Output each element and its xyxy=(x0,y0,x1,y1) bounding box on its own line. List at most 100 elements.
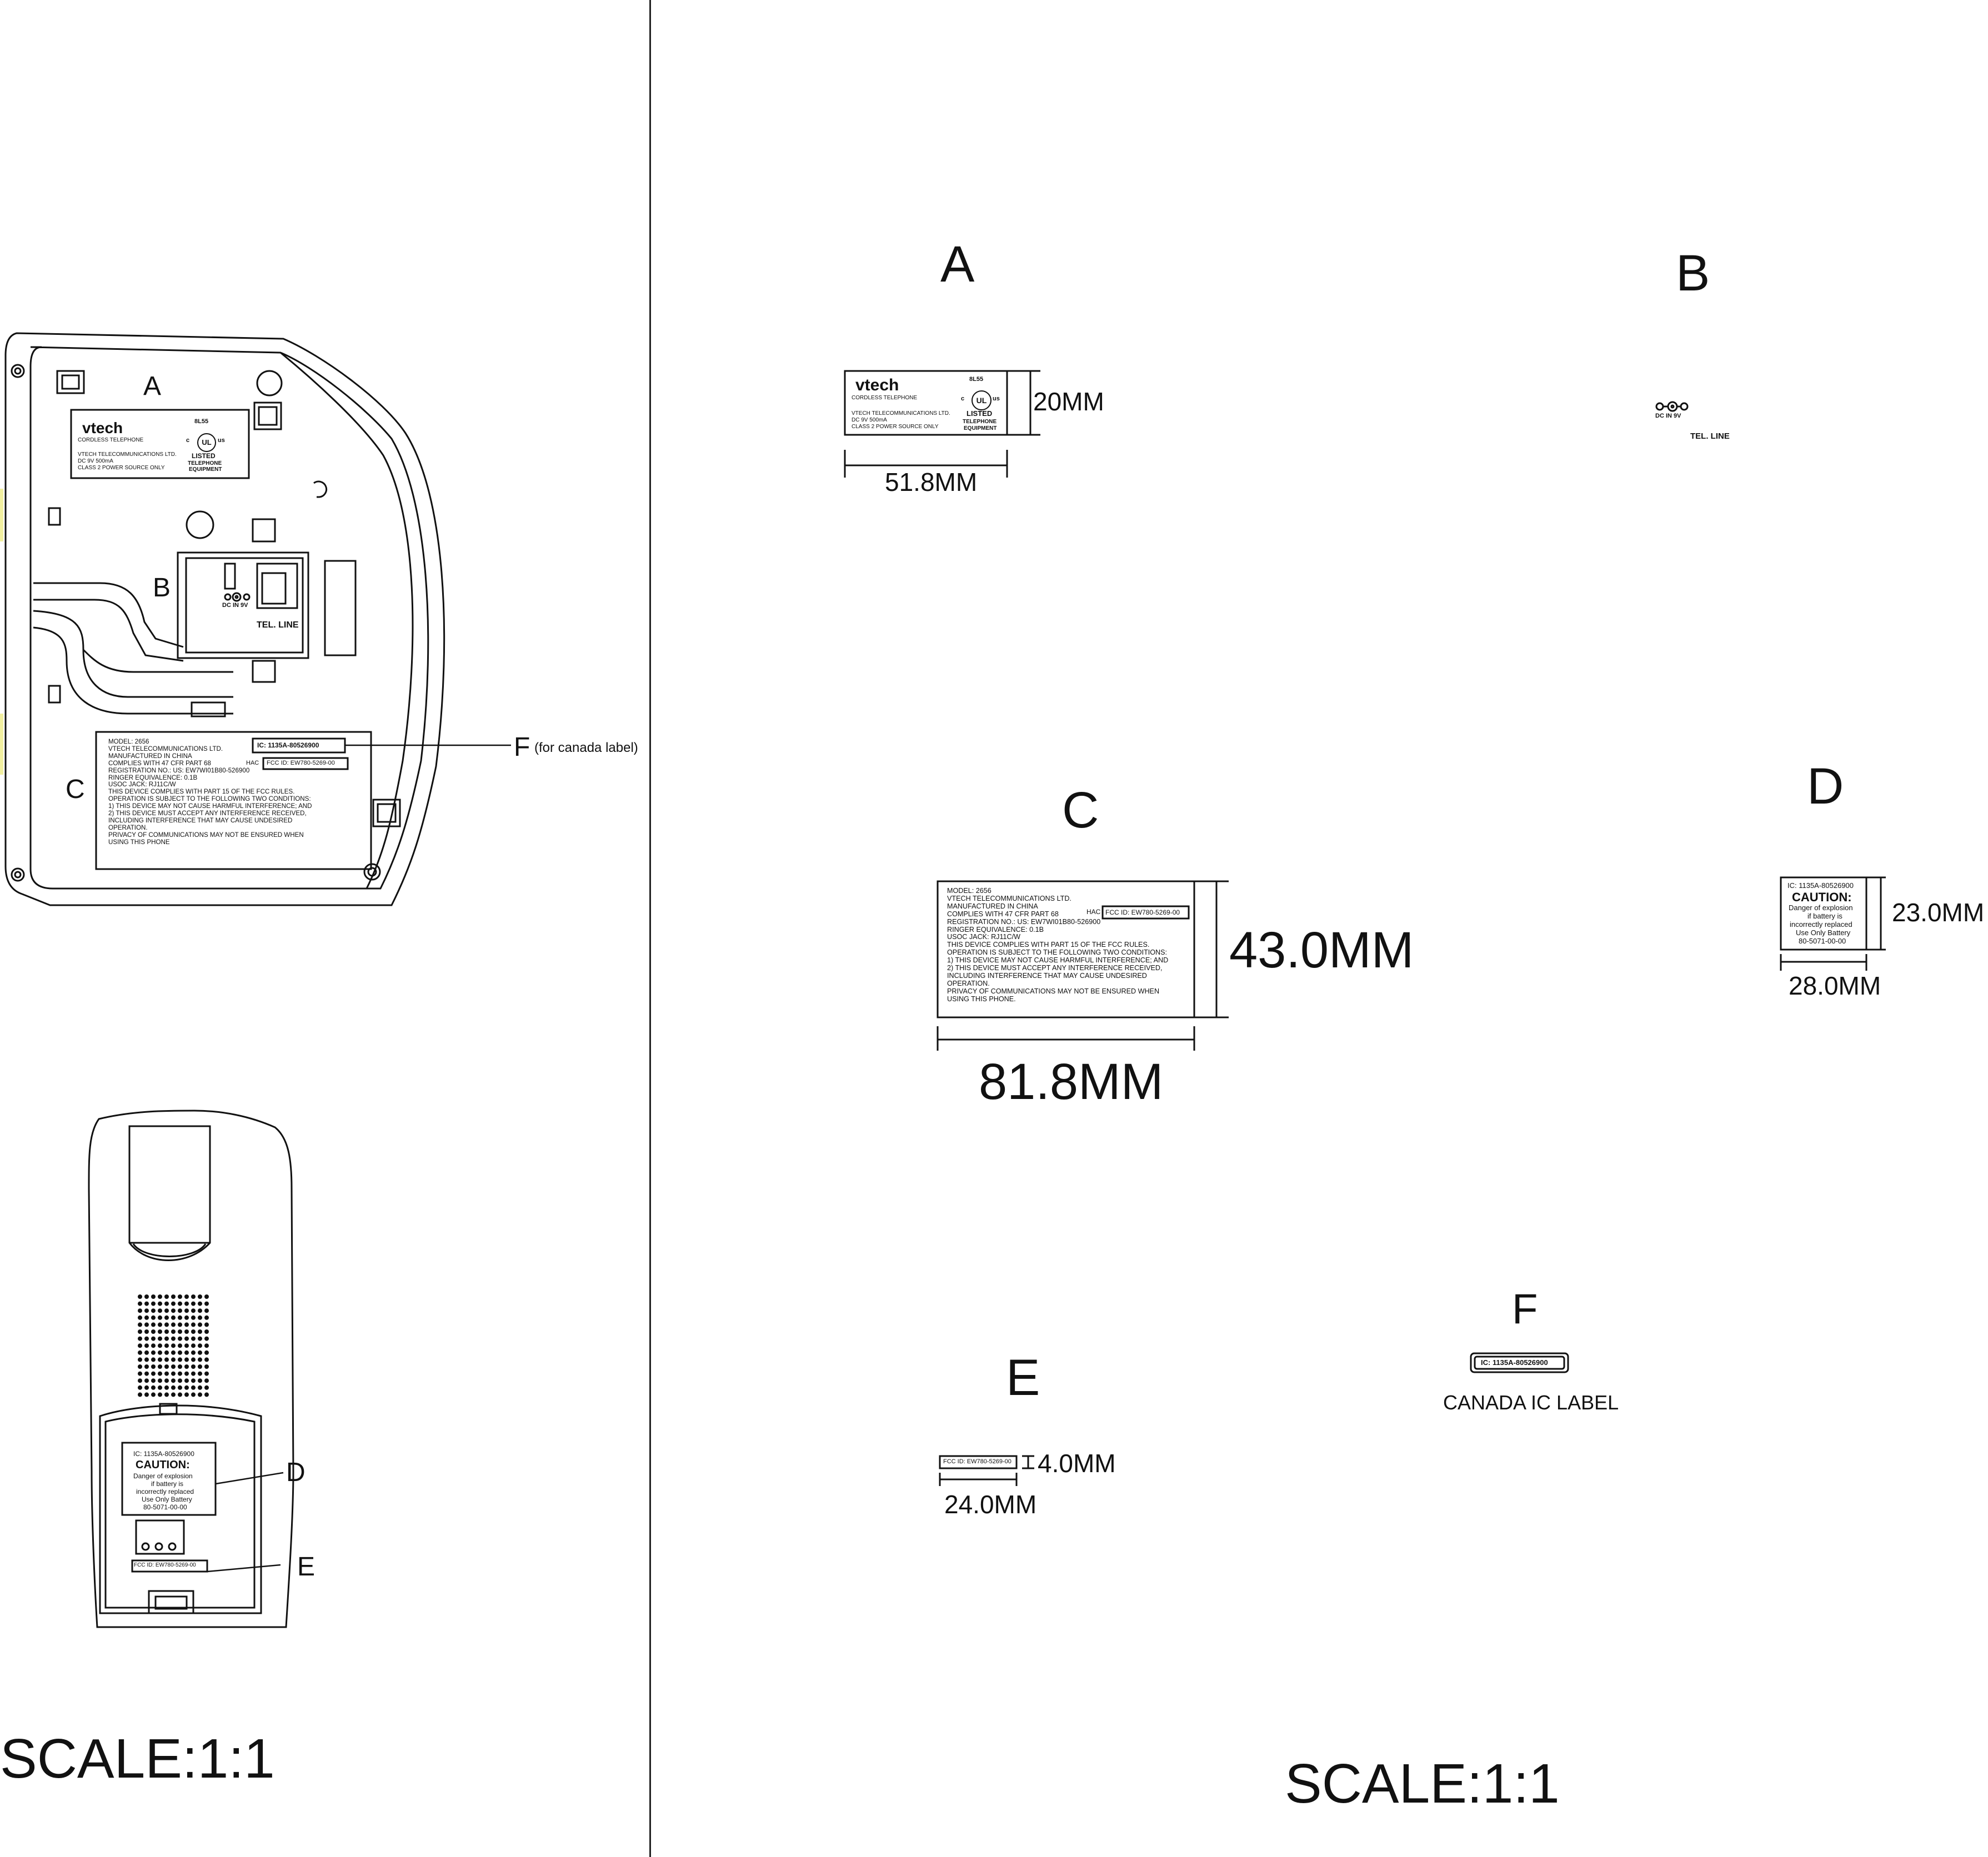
base-label-a-line4: CLASS 2 POWER SOURCE ONLY xyxy=(78,465,165,471)
label-d-l5: 80-5071-00-00 xyxy=(1799,937,1846,945)
speaker-hole xyxy=(178,1294,182,1299)
speaker-hole xyxy=(144,1385,149,1390)
speaker-hole xyxy=(198,1371,202,1376)
speaker-hole xyxy=(158,1392,162,1397)
base-tel-line-label: TEL. LINE xyxy=(257,620,299,630)
label-c-fcc: FCC ID: EW780-5269-00 xyxy=(1105,909,1180,916)
speaker-hole xyxy=(158,1301,162,1306)
speaker-hole xyxy=(158,1294,162,1299)
callout-d: D xyxy=(286,1458,306,1487)
speaker-hole xyxy=(178,1378,182,1383)
label-d-caution: CAUTION: xyxy=(1792,890,1852,904)
base-brand-logo: vtech xyxy=(82,419,123,436)
speaker-hole xyxy=(138,1364,142,1369)
speaker-hole xyxy=(191,1364,196,1369)
speaker-hole xyxy=(204,1322,209,1327)
speaker-hole xyxy=(171,1301,176,1306)
label-f-caption: CANADA IC LABEL xyxy=(1443,1391,1619,1414)
label-line: 1) THIS DEVICE MAY NOT CAUSE HARMFUL INT… xyxy=(108,802,312,810)
speaker-hole xyxy=(144,1343,149,1348)
label-d-l1: Danger of explosion xyxy=(1789,904,1853,912)
label-a-line3: DC 9V 500mA xyxy=(852,417,887,423)
label-line: MODEL: 2656 xyxy=(108,738,149,745)
label-line: REGISTRATION NO.: US: EW7WI01B80-526900 xyxy=(947,917,1101,926)
speaker-hole xyxy=(138,1357,142,1362)
speaker-hole xyxy=(178,1315,182,1320)
label-line: THIS DEVICE COMPLIES WITH PART 15 OF THE… xyxy=(108,788,295,796)
label-d-width: 28.0MM xyxy=(1789,971,1881,1000)
heading-f: F xyxy=(1512,1286,1538,1333)
speaker-hole xyxy=(184,1392,189,1397)
speaker-hole xyxy=(171,1294,176,1299)
label-line: INCLUDING INTERFERENCE THAT MAY CAUSE UN… xyxy=(947,971,1147,980)
label-a-ul-us: us xyxy=(993,395,1000,402)
label-a-ul-top: 8L55 xyxy=(969,376,984,383)
label-a-brand-logo: vtech xyxy=(855,376,899,394)
speaker-hole xyxy=(191,1322,196,1327)
speaker-hole xyxy=(164,1357,169,1362)
speaker-hole xyxy=(204,1301,209,1306)
heading-d: D xyxy=(1807,758,1844,815)
label-a-line4: CLASS 2 POWER SOURCE ONLY xyxy=(852,424,939,430)
label-a-ul-logo: UL xyxy=(972,390,992,410)
speaker-hole xyxy=(204,1350,209,1355)
heading-e: E xyxy=(1006,1349,1040,1406)
label-line: USING THIS PHONE xyxy=(108,838,170,846)
label-d-l4: Use Only Battery xyxy=(1796,928,1851,937)
speaker-hole xyxy=(184,1301,189,1306)
handset-label-d-l3: incorrectly replaced xyxy=(136,1488,194,1495)
speaker-hole xyxy=(151,1364,156,1369)
speaker-hole xyxy=(198,1315,202,1320)
speaker-hole xyxy=(171,1322,176,1327)
speaker-hole xyxy=(151,1357,156,1362)
label-line: COMPLIES WITH 47 CFR PART 68 xyxy=(947,910,1059,918)
speaker-hole xyxy=(164,1315,169,1320)
speaker-hole xyxy=(178,1371,182,1376)
speaker-hole xyxy=(158,1357,162,1362)
speaker-hole xyxy=(164,1336,169,1341)
speaker-hole xyxy=(198,1357,202,1362)
label-c-width: 81.8MM xyxy=(979,1053,1164,1110)
base-label-a-line1: CORDLESS TELEPHONE xyxy=(78,437,144,443)
handset-label-e: FCC ID: EW780-5269-00 xyxy=(134,1562,196,1568)
speaker-hole xyxy=(138,1294,142,1299)
speaker-hole xyxy=(138,1378,142,1383)
callout-e: E xyxy=(297,1552,316,1582)
speaker-hole xyxy=(138,1315,142,1320)
speaker-hole xyxy=(138,1329,142,1334)
speaker-hole xyxy=(184,1329,189,1334)
speaker-hole xyxy=(204,1329,209,1334)
speaker-hole xyxy=(184,1315,189,1320)
speaker-hole xyxy=(184,1371,189,1376)
speaker-hole xyxy=(171,1364,176,1369)
speaker-hole xyxy=(191,1392,196,1397)
label-e-text: FCC ID: EW780-5269-00 xyxy=(943,1458,1011,1465)
speaker-hole xyxy=(144,1336,149,1341)
speaker-hole xyxy=(198,1378,202,1383)
speaker-hole xyxy=(198,1350,202,1355)
label-line: OPERATION IS SUBJECT TO THE FOLLOWING TW… xyxy=(947,948,1168,957)
speaker-hole xyxy=(204,1315,209,1320)
speaker-hole xyxy=(151,1385,156,1390)
label-line: USING THIS PHONE. xyxy=(947,995,1016,1003)
speaker-hole xyxy=(151,1294,156,1299)
speaker-hole xyxy=(164,1322,169,1327)
callout-b: B xyxy=(153,573,171,603)
callout-f: F xyxy=(514,732,530,762)
label-a-height: 20MM xyxy=(1033,387,1104,416)
speaker-hole xyxy=(191,1301,196,1306)
speaker-hole xyxy=(151,1378,156,1383)
speaker-hole xyxy=(138,1322,142,1327)
speaker-hole xyxy=(158,1385,162,1390)
speaker-hole xyxy=(191,1315,196,1320)
speaker-hole xyxy=(138,1308,142,1313)
callout-f-note: (for canada label) xyxy=(534,740,638,755)
speaker-hole xyxy=(184,1357,189,1362)
callout-c: C xyxy=(66,775,85,804)
speaker-hole xyxy=(144,1301,149,1306)
speaker-hole xyxy=(204,1392,209,1397)
speaker-hole xyxy=(171,1392,176,1397)
speaker-hole xyxy=(184,1378,189,1383)
label-e-width: 24.0MM xyxy=(944,1490,1037,1519)
base-label-c-fcc: FCC ID: EW780-5269-00 xyxy=(267,760,335,766)
